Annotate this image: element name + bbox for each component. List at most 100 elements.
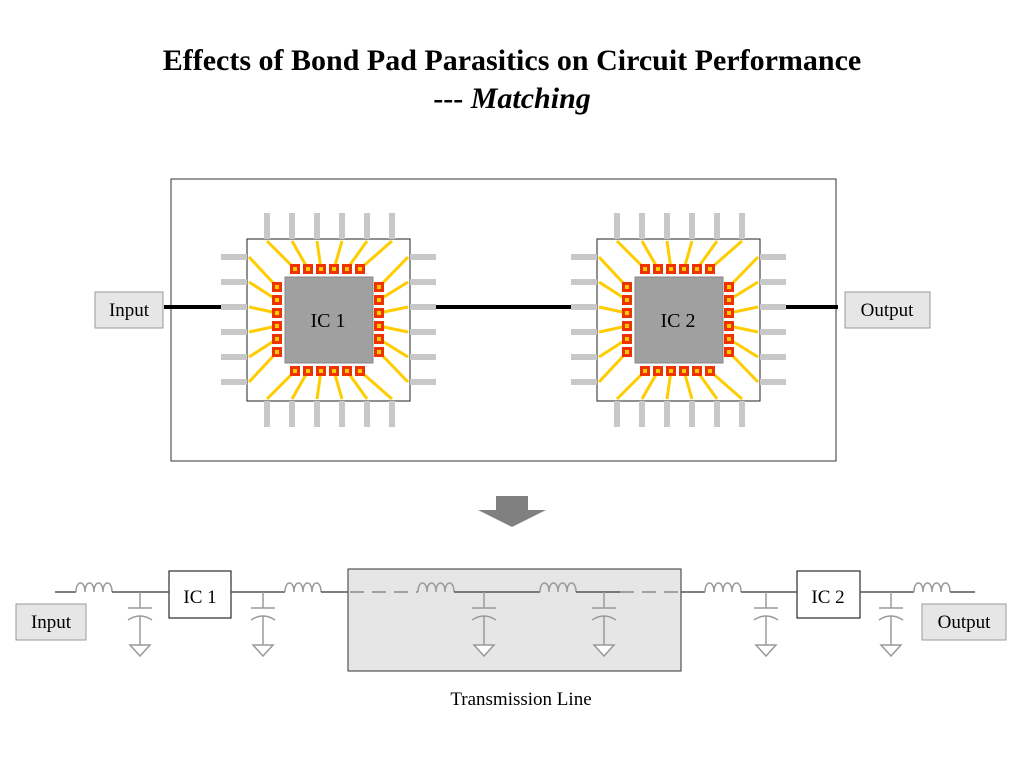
input-pad-capacitor — [127, 592, 153, 658]
bond-pad-center — [319, 267, 323, 271]
output-pad-capacitor — [878, 592, 904, 658]
bond-pad-center — [275, 285, 279, 289]
ground-symbol — [128, 644, 152, 658]
ic2-bond-inductor — [704, 582, 742, 593]
ic1-pad-capacitor — [250, 592, 276, 658]
bottom-input-box — [15, 603, 87, 641]
bond-pad-center — [377, 337, 381, 341]
bond-pad-center — [682, 267, 686, 271]
bond-pad-center — [275, 337, 279, 341]
bond-pad-center — [625, 324, 629, 328]
bond-pad-center — [377, 350, 381, 354]
tline-capacitor-1 — [471, 592, 497, 658]
ground-symbol — [754, 644, 778, 658]
title-line1: Effects of Bond Pad Parasitics on Circui… — [162, 44, 862, 77]
top-input-label: Input — [109, 300, 150, 321]
ic2-circuit-label: IC 2 — [811, 587, 844, 608]
tline-inductor-1 — [417, 582, 455, 593]
top-output-box — [844, 291, 931, 329]
output-bond-inductor — [913, 582, 951, 593]
bond-pad-center — [727, 324, 731, 328]
ic2-box — [796, 570, 861, 619]
slide-title: Effects of Bond Pad Parasitics on Circui… — [0, 42, 1024, 118]
bond-pad-center — [682, 369, 686, 373]
die — [284, 276, 374, 364]
bond-pad-center — [275, 350, 279, 354]
title-italic-word: Matching — [470, 82, 591, 115]
bond-pad-center — [625, 285, 629, 289]
tline-inductor-2 — [539, 582, 577, 593]
bond-pad-center — [625, 311, 629, 315]
bond-pad-center — [669, 267, 673, 271]
ic1-bond-inductor — [284, 582, 322, 593]
bond-pad-center — [377, 285, 381, 289]
bond-pad-center — [332, 267, 336, 271]
bond-pad-center — [625, 298, 629, 302]
bond-pad-center — [656, 267, 660, 271]
ic2-pad-capacitor — [753, 592, 779, 658]
bond-pad-center — [727, 311, 731, 315]
chip-packages: IC 1 IC 2 — [221, 213, 786, 427]
bond-pad-center — [293, 267, 297, 271]
ic1-box — [168, 570, 232, 619]
down-arrow — [478, 496, 546, 527]
bond-pad-center — [669, 369, 673, 373]
bond-wire — [709, 369, 743, 401]
tline-capacitor-2 — [591, 592, 617, 658]
chip-label: IC 1 — [311, 310, 346, 332]
bond-pad-center — [727, 285, 731, 289]
bond-pad-center — [293, 369, 297, 373]
transmission-line-box — [347, 568, 682, 672]
chip-package-1: IC 1 — [221, 213, 436, 427]
bottom-output-box — [921, 603, 1007, 641]
input-bond-inductor — [75, 582, 113, 593]
bond-wire — [709, 239, 743, 271]
bond-pad-center — [377, 311, 381, 315]
transmission-line-label: Transmission Line — [450, 689, 591, 710]
bond-pad-center — [319, 369, 323, 373]
bond-pad-center — [708, 369, 712, 373]
bond-pad-center — [275, 324, 279, 328]
bond-pad-center — [275, 298, 279, 302]
ground-symbol — [251, 644, 275, 658]
ground-symbol — [592, 644, 616, 658]
bond-pad-center — [275, 311, 279, 315]
title-line2: --- Matching — [0, 80, 1024, 118]
bond-wire — [359, 239, 393, 271]
chip-package-2: IC 2 — [571, 213, 786, 427]
ground-symbol — [472, 644, 496, 658]
bond-pad-center — [643, 369, 647, 373]
bond-pad-center — [377, 324, 381, 328]
bond-pad-center — [643, 267, 647, 271]
top-input-box — [94, 291, 164, 329]
bond-pad-center — [695, 369, 699, 373]
equivalent-circuit: Transmission Line IC 1 IC 2 Input Output — [15, 568, 1007, 710]
bond-pad-center — [358, 369, 362, 373]
bond-pad-center — [625, 337, 629, 341]
bottom-input-label: Input — [31, 612, 72, 633]
bond-pad-center — [727, 337, 731, 341]
ground-symbol — [879, 644, 903, 658]
bond-pad-center — [695, 267, 699, 271]
bond-pad-center — [358, 267, 362, 271]
top-output-label: Output — [861, 300, 915, 321]
circuit-parts — [55, 582, 975, 658]
bottom-output-label: Output — [938, 612, 992, 633]
chip-label: IC 2 — [661, 310, 696, 332]
bond-pad-center — [727, 298, 731, 302]
bond-pad-center — [656, 369, 660, 373]
bond-pad-center — [345, 369, 349, 373]
bond-pad-center — [306, 267, 310, 271]
bond-wire — [359, 369, 393, 401]
bond-pad-center — [727, 350, 731, 354]
title-dashes: --- — [433, 82, 464, 115]
die — [634, 276, 724, 364]
bond-pad-center — [332, 369, 336, 373]
ic1-circuit-label: IC 1 — [183, 587, 216, 608]
bond-pad-center — [306, 369, 310, 373]
bond-pad-center — [625, 350, 629, 354]
bond-pad-center — [345, 267, 349, 271]
bond-pad-center — [377, 298, 381, 302]
bond-pad-center — [708, 267, 712, 271]
